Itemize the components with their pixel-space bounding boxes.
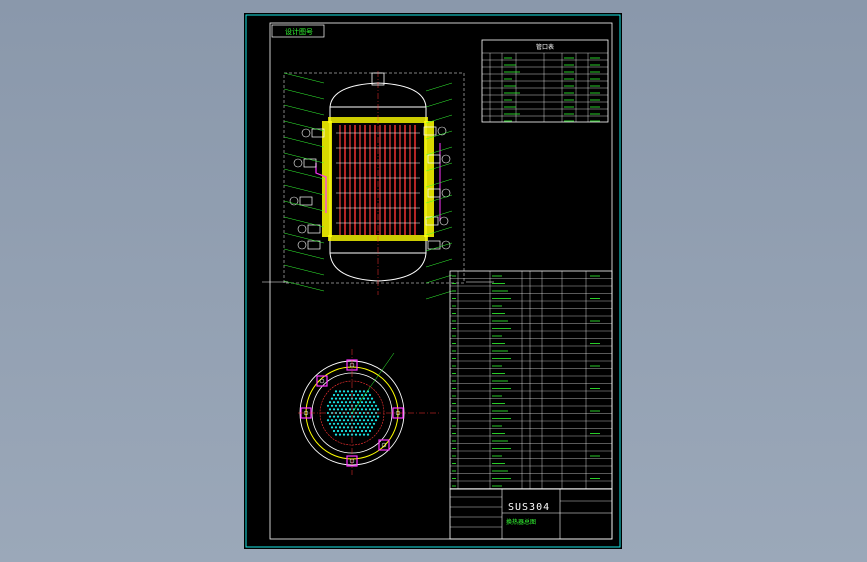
outer-frame xyxy=(245,14,621,548)
drawing-title: 换热器总图 xyxy=(506,518,536,526)
drawing-sheet: 设计图号 管口表 xyxy=(244,13,622,549)
parts-list xyxy=(449,270,613,490)
nozzle-table-title: 管口表 xyxy=(536,43,554,51)
material-label: SUS304 xyxy=(508,502,550,513)
tube-bundle xyxy=(336,125,420,235)
drawing-number-stamp: 设计图号 xyxy=(271,24,325,38)
vessel-plan-view xyxy=(298,349,440,475)
stamp-label: 设计图号 xyxy=(285,27,313,36)
nozzle-table: 管口表 xyxy=(481,39,609,123)
title-block: SUS304 换热器总图 xyxy=(449,488,613,540)
cad-drawing: 设计图号 管口表 xyxy=(245,14,621,548)
vessel-elevation-view xyxy=(262,71,494,300)
inner-frame xyxy=(269,22,613,540)
